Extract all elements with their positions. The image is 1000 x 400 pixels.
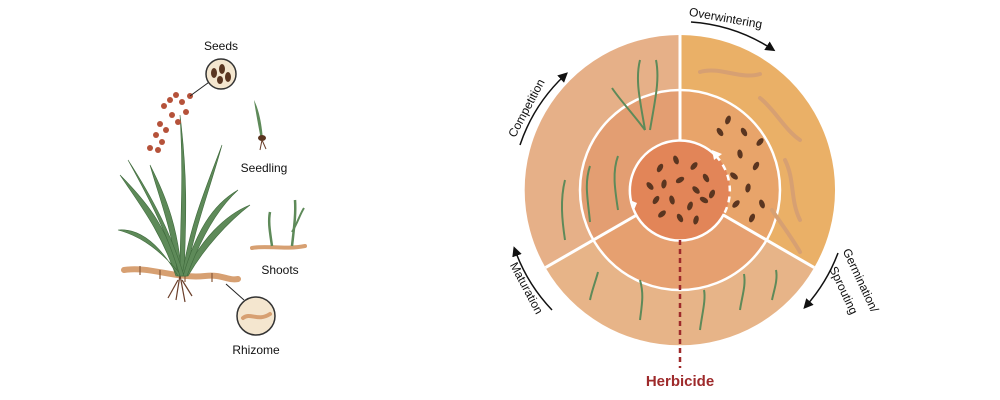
seed-heads (147, 92, 193, 153)
rhizome-callout-piece (241, 312, 272, 320)
overwintering-rhizomes (698, 68, 802, 254)
seed (737, 149, 743, 159)
rhizome-illustration (121, 266, 241, 283)
seed (725, 115, 731, 125)
rhizome-callout-line (225, 283, 245, 301)
rhizome-node-marks (139, 266, 213, 282)
seed (699, 196, 709, 204)
seeds-callout-circle (205, 58, 237, 90)
seed-bank-seeds (646, 115, 765, 225)
seed (692, 186, 700, 194)
inner-cycle-arrowhead-top (712, 150, 722, 160)
seed (745, 183, 751, 193)
seed (752, 161, 760, 171)
plant-illustration: Seeds Seedling Shoots Rhizome (117, 39, 307, 357)
competition-plants (561, 59, 659, 241)
life-cycle-wheel: Herbicide Overwintering Germination/ Spr… (505, 5, 882, 390)
seed (646, 182, 654, 190)
seed (675, 176, 685, 184)
seed (759, 199, 765, 209)
seed (756, 138, 764, 146)
seed (658, 210, 666, 218)
grass-blades (117, 114, 251, 277)
seed (693, 215, 699, 225)
herbicide-label: Herbicide (646, 373, 714, 390)
inner-cycle-arrowhead-left (630, 200, 637, 210)
seed (730, 172, 738, 180)
seedling-label: Seedling (241, 161, 288, 175)
seed (716, 127, 724, 137)
seed (732, 200, 740, 208)
seed (676, 213, 684, 223)
maturation-arrow (512, 246, 553, 311)
seed (669, 195, 675, 205)
germination-arrow (803, 252, 839, 309)
seed (687, 201, 693, 211)
seed-bank-center (630, 140, 730, 240)
competition-arrow (519, 72, 568, 146)
seeds-label: Seeds (204, 39, 238, 53)
shoots-illustration (250, 199, 307, 250)
seed (702, 173, 710, 183)
shoots-label: Shoots (261, 263, 298, 277)
inner-cycle-arrow-dashed (715, 155, 732, 215)
seed (690, 162, 698, 170)
rhizome-label: Rhizome (232, 343, 280, 357)
seed (661, 179, 667, 189)
inner-cycle-arrow-solid (628, 139, 726, 242)
seed (652, 195, 660, 205)
maturation-label: Maturation (507, 260, 546, 317)
seeds-callout-seeds (211, 64, 231, 84)
sector-dividers (544, 35, 815, 269)
seed (673, 155, 679, 165)
roots (167, 274, 193, 303)
seed (748, 213, 756, 223)
seed (740, 127, 748, 137)
overwintering-arrow (690, 21, 776, 52)
seedling-illustration (254, 100, 267, 151)
germination-sprouts (589, 269, 778, 331)
seed (708, 189, 716, 199)
seed (656, 163, 664, 173)
